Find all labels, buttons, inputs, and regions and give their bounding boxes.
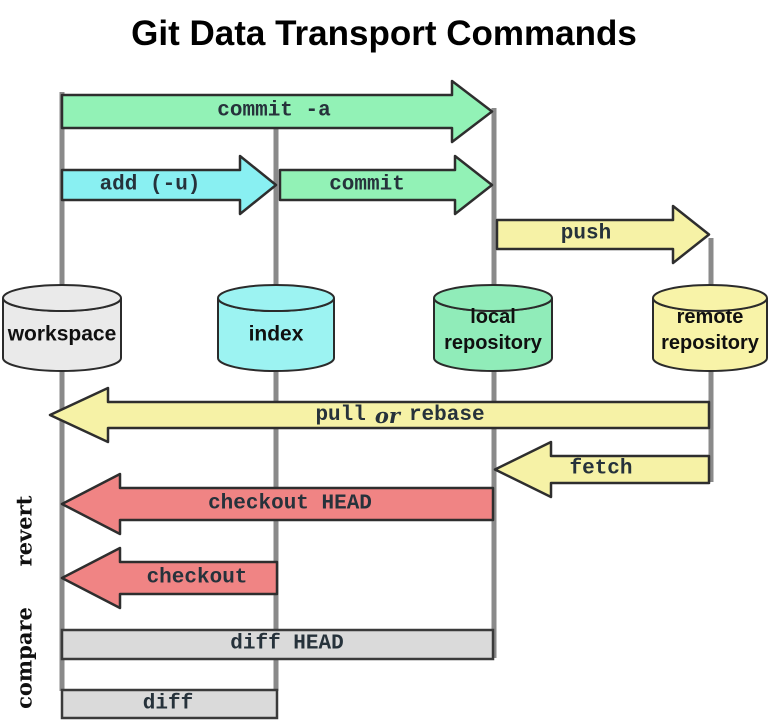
local-repository-cylinder: [433, 284, 553, 372]
commit-a-label: commit -a: [217, 100, 331, 123]
index-label: index: [249, 323, 304, 346]
workspace-cylinder-top: [2, 284, 122, 312]
compare-side-label: compare: [12, 607, 37, 709]
add-label: add (-u): [100, 174, 201, 197]
remote-repository-cylinder-top: [652, 284, 768, 312]
pull-label-part: pull: [315, 404, 365, 427]
fetch-arrow: [493, 440, 711, 499]
or-label-part: or: [375, 403, 402, 428]
checkout-arrow: [60, 546, 279, 610]
workspace-label: workspace: [7, 323, 117, 346]
checkout-head-arrow: [60, 472, 495, 536]
diff-head-label: diff HEAD: [230, 633, 343, 656]
local-repository-label-line1: local: [470, 306, 516, 328]
add-arrow: [60, 154, 278, 216]
commit-arrow: [278, 154, 494, 216]
diagram-title: Git Data Transport Commands: [131, 14, 637, 53]
workspace-cylinder: [2, 284, 122, 372]
diff-label: diff: [143, 693, 193, 716]
commit-label: commit: [329, 174, 405, 197]
commit-a-arrow: [60, 79, 494, 144]
remote-repository-label-line1: remote: [677, 306, 744, 328]
checkout-head-label: checkout HEAD: [208, 493, 372, 516]
revert-side-label: revert: [12, 495, 37, 566]
index-cylinder-top: [217, 284, 335, 312]
remote-repository-label-line2: repository: [661, 332, 760, 354]
index-cylinder: [217, 284, 335, 372]
checkout-label: checkout: [147, 567, 248, 590]
local-repository-label-line2: repository: [444, 332, 543, 354]
fetch-label: fetch: [569, 458, 632, 481]
push-label: push: [561, 223, 611, 246]
local-repository-cylinder-top: [433, 284, 553, 312]
push-arrow: [495, 204, 711, 265]
remote-repository-cylinder: [652, 284, 768, 372]
pull-or-rebase-arrow: [48, 386, 711, 444]
diff-bar: [60, 688, 279, 720]
rebase-label-part: rebase: [409, 404, 485, 427]
diff-head-bar: [60, 628, 495, 661]
